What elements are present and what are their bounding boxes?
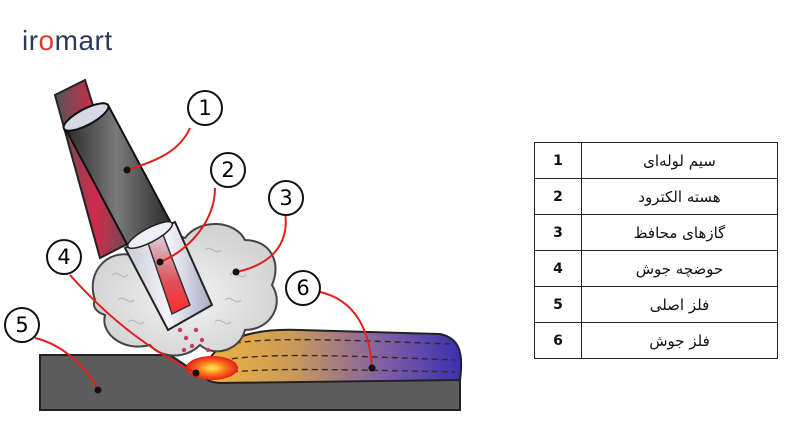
callout-4: 4 <box>46 239 82 275</box>
callout-6: 6 <box>285 270 321 306</box>
legend-number: 6 <box>534 322 582 359</box>
legend-number: 4 <box>534 250 582 287</box>
leader-lines <box>34 127 373 391</box>
legend-label: سیم لوله‌ای <box>581 142 778 179</box>
legend-label: گازهای محافظ <box>581 214 778 251</box>
legend-number: 1 <box>534 142 582 179</box>
legend-number: 5 <box>534 286 582 323</box>
callout-3: 3 <box>268 180 304 216</box>
leader-dots <box>94 166 376 394</box>
callout-1: 1 <box>187 90 223 126</box>
legend-row: 6 فلز جوش <box>534 322 778 359</box>
callout-5-label: 5 <box>15 313 28 337</box>
callout-1-label: 1 <box>198 96 211 120</box>
legend-table: 1 سیم لوله‌ای 2 هسته الکترود 3 گازهای مح… <box>534 142 778 359</box>
callout-2: 2 <box>210 152 246 188</box>
legend-label: حوضچه جوش <box>581 250 778 287</box>
callout-6-label: 6 <box>296 276 309 300</box>
callout-4-label: 4 <box>57 245 70 269</box>
callout-3-label: 3 <box>279 186 292 210</box>
weld-pool <box>186 356 238 380</box>
gas-swirls <box>111 247 247 325</box>
electrode-core <box>123 220 214 332</box>
legend-row: 1 سیم لوله‌ای <box>534 142 778 179</box>
legend-number: 3 <box>534 214 582 251</box>
legend-row: 5 فلز اصلی <box>534 286 778 323</box>
legend-row: 3 گازهای محافظ <box>534 214 778 251</box>
legend-row: 4 حوضچه جوش <box>534 250 778 287</box>
legend-number: 2 <box>534 178 582 215</box>
legend-label: هسته الکترود <box>581 178 778 215</box>
legend-row: 2 هسته الکترود <box>534 178 778 215</box>
callout-2-label: 2 <box>221 158 234 182</box>
brand-logo: iromart <box>22 25 113 56</box>
legend-label: فلز جوش <box>581 322 778 359</box>
legend-label: فلز اصلی <box>581 286 778 323</box>
callout-5: 5 <box>4 307 40 343</box>
